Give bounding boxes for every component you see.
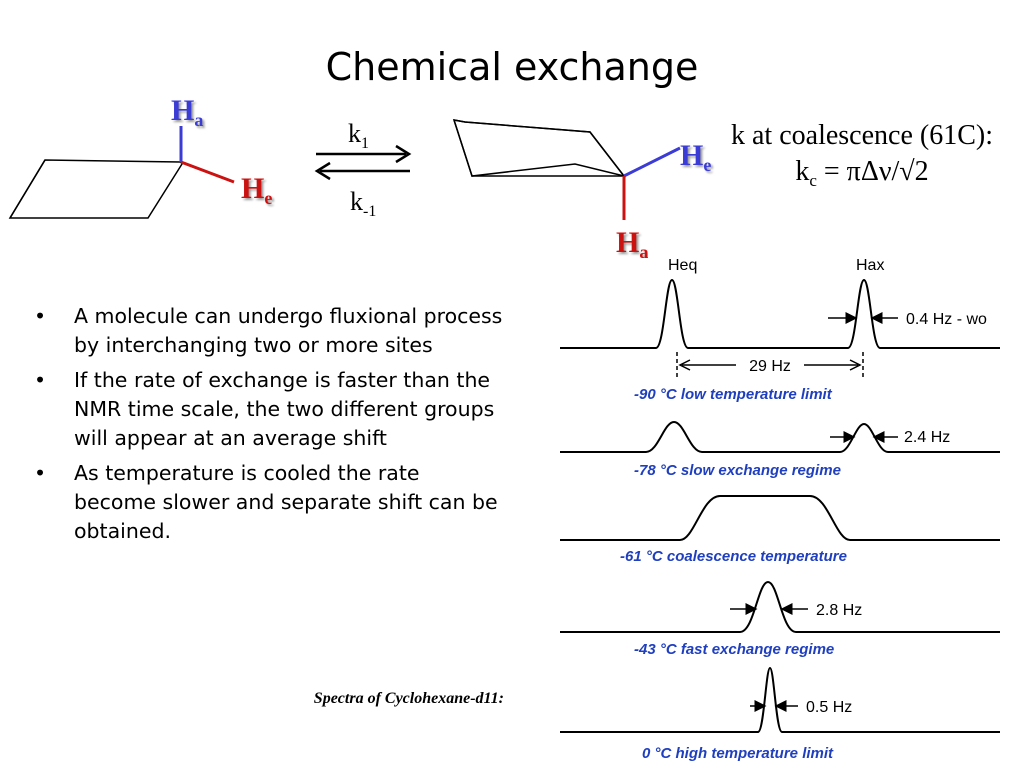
linewidth-label: 2.8 Hz xyxy=(816,602,862,619)
temperature-label: 0 °C high temperature limit xyxy=(642,745,834,762)
reverse-arrow xyxy=(314,161,331,181)
coalescence-formula: k at coalescence (61C): kc = πΔν/√2 xyxy=(700,118,1024,199)
forward-arrow xyxy=(395,144,412,164)
bonds-right xyxy=(622,146,681,220)
temperature-label: -90 °C low temperature limit xyxy=(634,386,833,403)
h-axial-label-left: Ha xyxy=(171,94,204,131)
nmr-spectra-figure: Heq Hax 0.4 Hz - wo 29 Hz -90 °C low tem… xyxy=(560,257,1000,762)
equilibrium-arrows xyxy=(314,144,412,181)
h-equatorial-label-left: He xyxy=(241,172,273,209)
spectrum-trace xyxy=(560,495,1000,541)
reverse-rate-label: k-1 xyxy=(350,187,377,221)
kc-equation: kc = πΔν/√2 xyxy=(795,156,929,190)
h-equatorial-label-right: He xyxy=(680,139,712,176)
equatorial-bond-right xyxy=(623,146,681,178)
linewidth-label: 0.4 Hz - wo xyxy=(906,311,987,328)
separation-label: 29 Hz xyxy=(749,358,791,375)
slide-title: Chemical exchange xyxy=(325,45,699,89)
temperature-label: -78 °C slow exchange regime xyxy=(634,462,841,479)
bullet-icon: • xyxy=(34,304,47,328)
bullet-icon: • xyxy=(34,368,47,392)
bonds-left xyxy=(179,126,235,184)
peak-label-ax: Hax xyxy=(856,257,884,274)
bullet-item: •A molecule can undergo fluxional proces… xyxy=(34,304,503,357)
peak-label-eq: Heq xyxy=(668,257,697,274)
linewidth-label: 0.5 Hz xyxy=(806,699,852,716)
spectra-caption: Spectra of Cyclohexane-d11: xyxy=(313,690,504,707)
equatorial-bond-left xyxy=(180,160,235,184)
spectrum-trace xyxy=(560,666,1000,733)
linewidth-label: 2.4 Hz xyxy=(904,429,950,446)
spectrum-trace xyxy=(560,420,1000,453)
bullet-item: •If the rate of exchange is faster than … xyxy=(34,368,495,450)
coalescence-line: k at coalescence (61C): xyxy=(731,120,993,151)
spectrum-trace xyxy=(560,278,1000,349)
temperature-label: -43 °C fast exchange regime xyxy=(634,641,834,658)
spectrum-trace xyxy=(560,580,1000,633)
temperature-label: -61 °C coalescence temperature xyxy=(620,548,847,565)
bullet-icon: • xyxy=(34,461,47,485)
forward-rate-label: k1 xyxy=(348,119,369,153)
bullet-item: •As temperature is cooled the rate becom… xyxy=(34,461,498,543)
h-axial-label-right: Ha xyxy=(616,228,649,258)
bullet-list: •A molecule can undergo fluxional proces… xyxy=(34,302,504,552)
